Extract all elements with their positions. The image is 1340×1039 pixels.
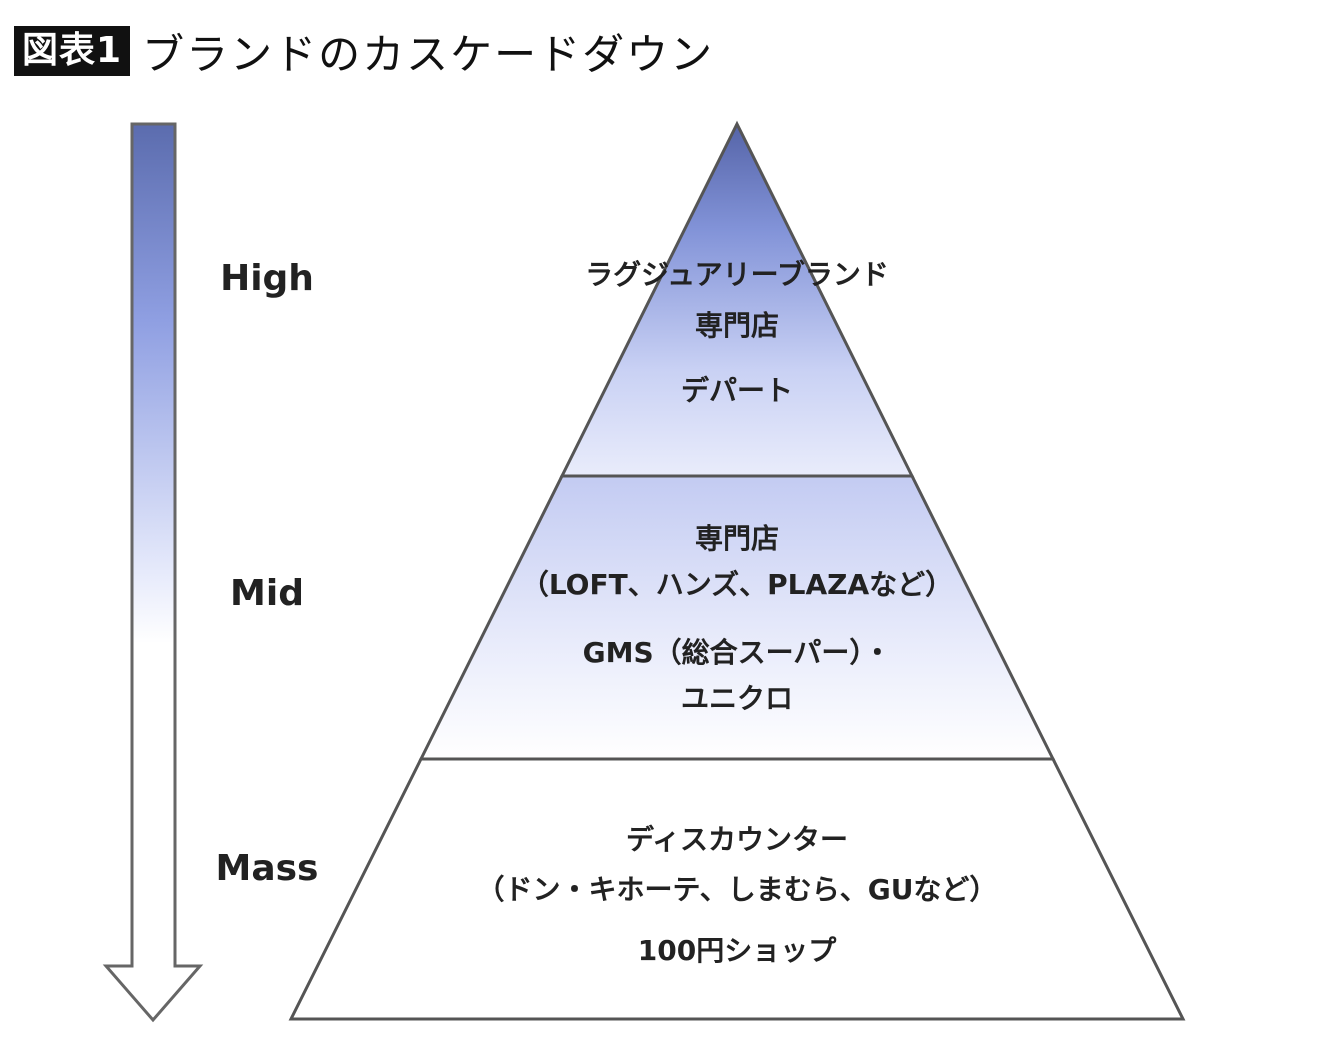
top-tier-specialty-store: 専門店 (695, 309, 779, 342)
pyramid-tier-top (559, 120, 915, 478)
mid-tier-gms: GMS（総合スーパー）・ (583, 636, 892, 669)
mid-tier-specialty-store: 専門店 (695, 522, 779, 555)
level-label-high: High (220, 258, 314, 299)
top-tier-luxury-brand: ラグジュアリーブランド (585, 258, 889, 291)
mid-tier-specialty-examples: （LOFT、ハンズ、PLAZAなど） (521, 568, 953, 601)
figure-header: 図表1 ブランドのカスケードダウン (14, 22, 714, 80)
bottom-tier-100yen-shop: 100円ショップ (638, 934, 837, 967)
pyramid (288, 120, 1186, 1021)
figure-number-badge: 図表1 (14, 26, 131, 76)
pyramid-tier-middle (418, 474, 1056, 761)
pyramid-tier-bottom (288, 757, 1186, 1021)
bottom-tier-discounter: ディスカウンター (626, 823, 848, 856)
level-label-mass: Mass (216, 848, 319, 889)
top-tier-department-store: デパート (681, 374, 793, 407)
mid-tier-uniqlo: ユニクロ (681, 682, 793, 715)
figure-title: ブランドのカスケードダウン (142, 29, 715, 79)
bottom-tier-discounter-examples: （ドン・キホーテ、しまむら、GUなど） (477, 873, 998, 906)
level-label-mid: Mid (230, 573, 304, 614)
down-arrow (102, 122, 204, 1023)
